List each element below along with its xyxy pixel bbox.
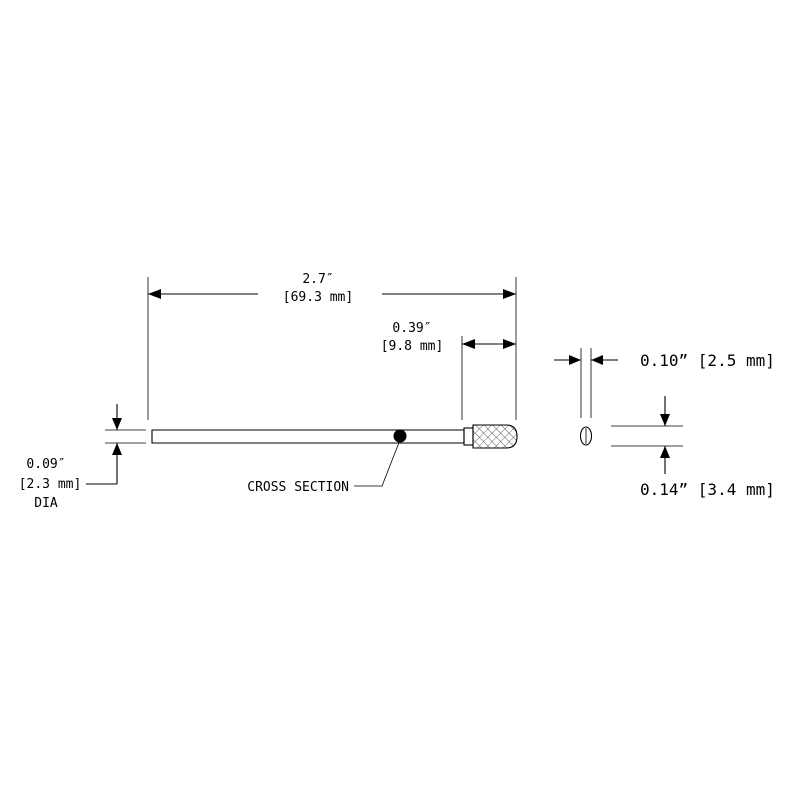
cross-section-label: CROSS SECTION	[247, 480, 349, 495]
tip-length-dimension: 0.39″ [9.8 mm]	[381, 321, 516, 420]
cross-section-marker-icon	[393, 429, 407, 443]
handle-dia-suffix-label: DIA	[34, 496, 58, 511]
tip-length-inch-label: 0.39″	[392, 321, 431, 336]
tip-width-label: 0.14” [3.4 mm]	[640, 480, 775, 499]
overall-length-dimension: 2.7″ [69.3 mm]	[147, 272, 517, 420]
cross-section-leader	[354, 439, 401, 487]
swab-collar	[463, 427, 474, 446]
arrowhead-right-icon	[503, 289, 516, 299]
overall-length-inch-label: 2.7″	[302, 272, 333, 287]
tip-arrowhead-right-icon	[503, 339, 516, 349]
width-arrowhead-bottom-icon	[660, 446, 670, 458]
thickness-arrowhead-left-icon	[569, 355, 581, 365]
arrowhead-left-icon	[148, 289, 161, 299]
width-arrowhead-top-icon	[660, 414, 670, 426]
tip-end-view	[579, 426, 593, 446]
overall-length-mm-label: [69.3 mm]	[283, 290, 353, 305]
tip-end-view-shape	[579, 426, 593, 446]
tip-thickness-dimension: 0.10” [2.5 mm]	[554, 348, 775, 418]
swab-side-view	[151, 424, 518, 449]
tip-arrowhead-left-icon	[462, 339, 475, 349]
tip-length-mm-label: [9.8 mm]	[381, 339, 444, 354]
swab-foam-tip	[472, 424, 518, 449]
handle-diameter-dimension: 0.09″ [2.3 mm] DIA	[19, 404, 146, 511]
cross-section-callout: CROSS SECTION	[247, 439, 401, 495]
tip-width-dimension: 0.14” [3.4 mm]	[611, 396, 775, 499]
tip-thickness-label: 0.10” [2.5 mm]	[640, 351, 775, 370]
thickness-arrowhead-right-icon	[591, 355, 603, 365]
dia-arrowhead-bottom-icon	[112, 443, 122, 455]
dia-arrowhead-top-icon	[112, 418, 122, 430]
handle-dia-inch-label: 0.09″	[26, 457, 65, 472]
swab-handle	[151, 429, 465, 444]
handle-dia-mm-label: [2.3 mm]	[19, 477, 82, 492]
